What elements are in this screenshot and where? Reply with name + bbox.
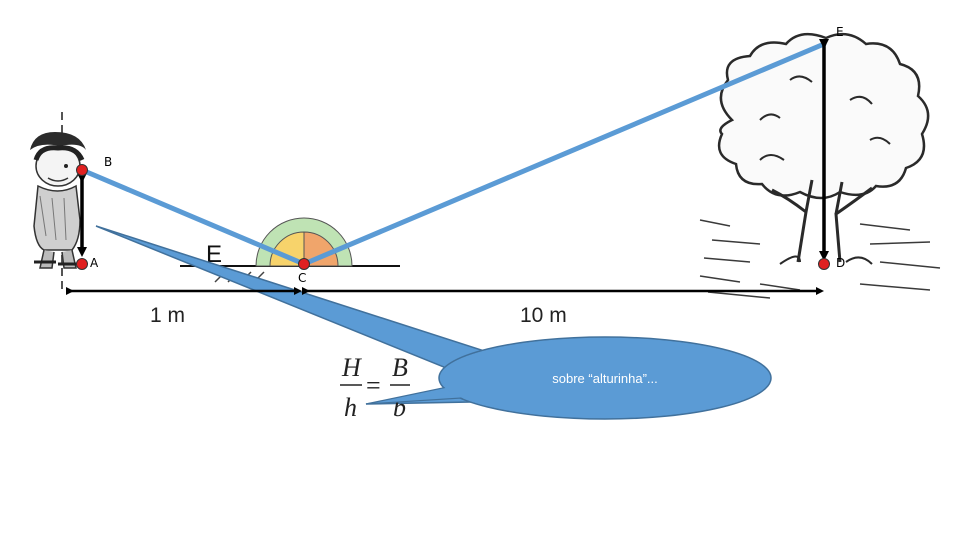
callout-text-front: sobre “alturinha”... <box>552 371 658 386</box>
point-d-label: D <box>836 256 845 270</box>
tree-figure <box>699 32 941 299</box>
point-c: C <box>298 258 310 285</box>
point-a: A <box>76 256 99 270</box>
point-b: B <box>76 155 112 176</box>
point-c-label: C <box>298 271 306 285</box>
point-e: E <box>836 25 844 39</box>
distance-right-label: 10 m <box>520 304 567 327</box>
ratio-equation: H h = B b <box>340 353 410 422</box>
ray-incident <box>79 167 307 267</box>
point-d: D <box>818 256 845 270</box>
boy-figure <box>30 112 86 290</box>
mirror-label: E <box>206 241 222 268</box>
distance-left-label: 1 m <box>150 304 185 327</box>
callout-ellipse-front <box>440 338 770 418</box>
point-e-label: E <box>836 25 844 39</box>
ray-reflected <box>301 41 827 267</box>
point-b-label: B <box>104 155 112 169</box>
equation-H: H <box>341 353 362 382</box>
equation-h: h <box>344 393 357 422</box>
point-a-label: A <box>90 256 99 270</box>
equation-B: B <box>392 353 408 382</box>
equation-equals: = <box>366 371 381 400</box>
